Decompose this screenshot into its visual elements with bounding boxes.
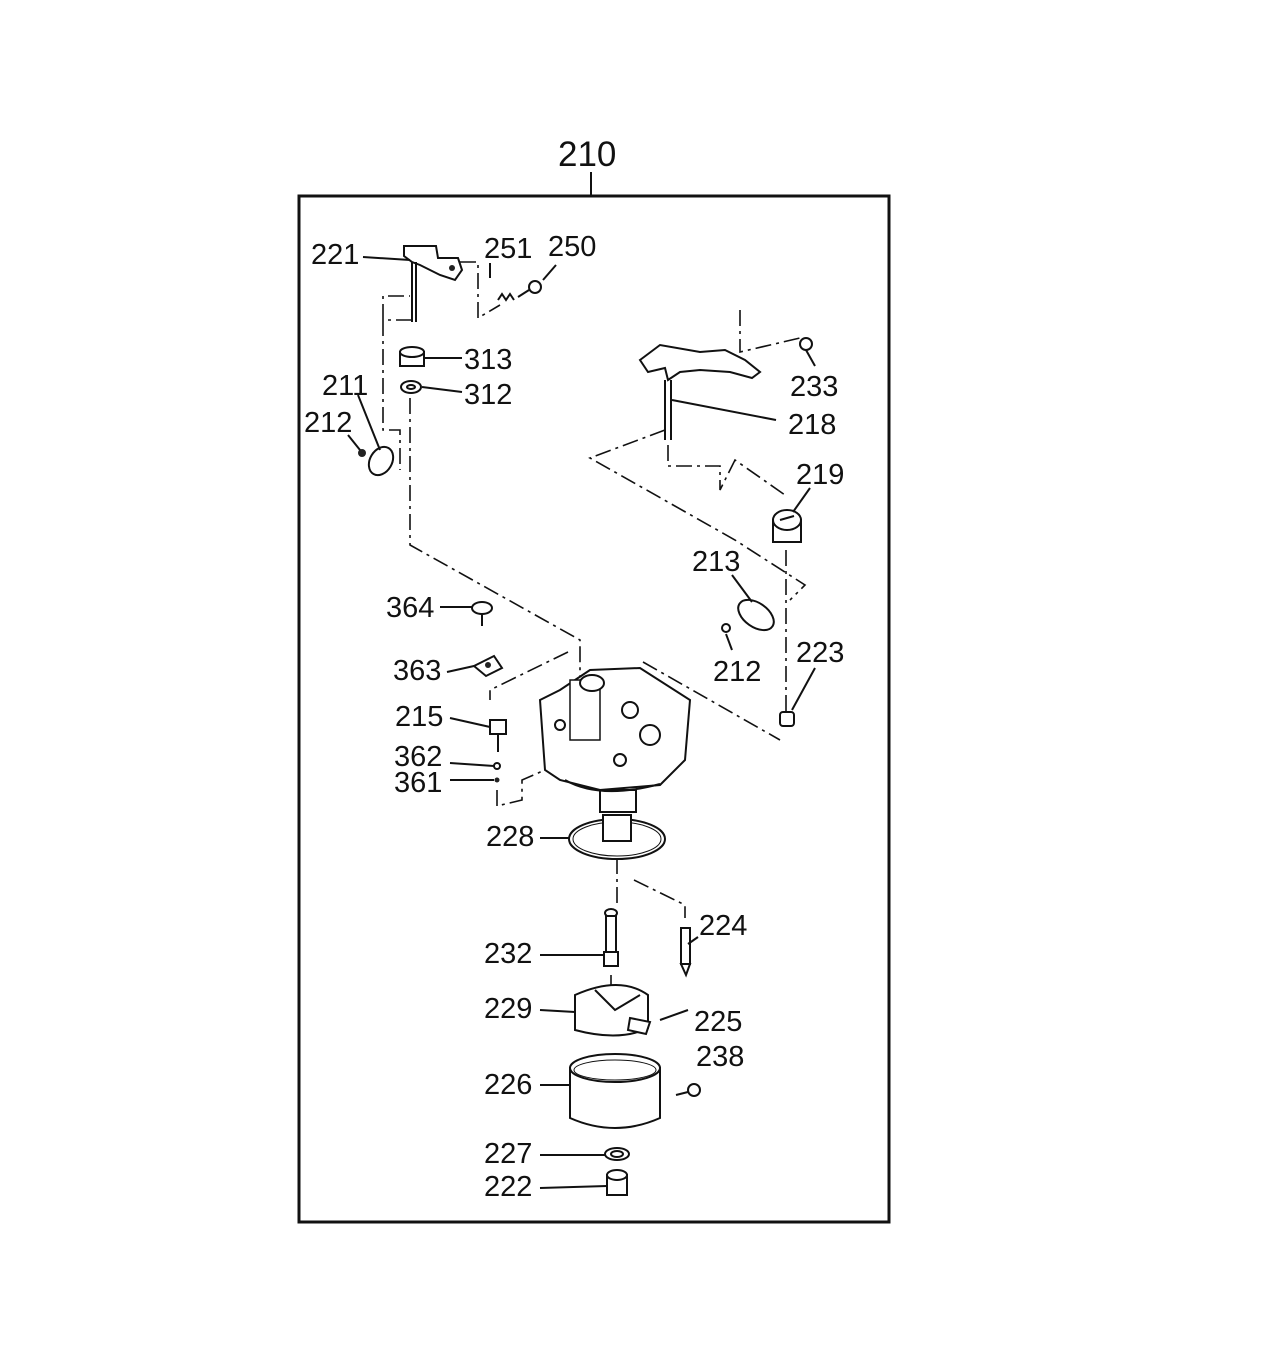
label-362: 362: [394, 741, 442, 773]
label-218: 218: [788, 409, 836, 441]
assembly-number: 210: [558, 135, 616, 174]
label-251: 251: [484, 233, 532, 265]
label-250: 250: [548, 231, 596, 263]
part-218-throttle-shaft: [638, 343, 762, 440]
part-227-washer: [604, 1147, 630, 1161]
label-222: 222: [484, 1171, 532, 1203]
label-213: 213: [692, 546, 740, 578]
label-223: 223: [796, 637, 844, 669]
part-224-needle: [679, 927, 692, 978]
label-224: 224: [699, 910, 747, 942]
part-251-spring: [497, 292, 515, 302]
label-212-a: 212: [304, 407, 352, 439]
assembly-frame: [297, 194, 891, 1224]
part-313-bushing: [399, 346, 425, 367]
label-364: 364: [386, 592, 434, 624]
part-232-nozzle: [603, 908, 619, 967]
label-233: 233: [790, 371, 838, 403]
part-361-ring: [494, 777, 500, 783]
part-238-drain-screw: [675, 1083, 701, 1097]
label-232: 232: [484, 938, 532, 970]
label-229: 229: [484, 993, 532, 1025]
part-211-choke-plate: [367, 445, 395, 477]
label-215: 215: [395, 701, 443, 733]
part-212-screw-b: [721, 623, 731, 633]
label-226: 226: [484, 1069, 532, 1101]
part-225-pin: [659, 1009, 689, 1021]
part-363-bracket: [472, 654, 504, 678]
part-229-float: [574, 984, 652, 1037]
label-219: 219: [796, 459, 844, 491]
label-211: 211: [322, 370, 368, 402]
part-222-bowl-nut: [606, 1169, 628, 1196]
part-223-bushing: [779, 711, 795, 727]
part-226-float-bowl: [569, 1053, 661, 1129]
carburetor-body: [538, 666, 692, 813]
assembly-lines: [382, 261, 807, 990]
part-213-throttle-plate: [737, 598, 775, 632]
part-219-seal: [772, 509, 802, 543]
leader-lines: [347, 256, 816, 1189]
label-313: 313: [464, 344, 512, 376]
label-221: 221: [311, 239, 359, 271]
part-228-gasket: [568, 814, 666, 860]
label-225: 225: [694, 1006, 742, 1038]
part-221-choke-shaft: [403, 245, 464, 322]
part-364-screw: [471, 601, 493, 626]
label-363: 363: [393, 655, 441, 687]
part-215-screw: [489, 719, 507, 752]
label-212-b: 212: [713, 656, 761, 688]
part-312-washer: [400, 380, 422, 394]
label-312: 312: [464, 379, 512, 411]
part-250-screw: [517, 280, 542, 298]
label-361: 361: [394, 767, 442, 799]
part-212-screw-a: [358, 449, 366, 457]
label-227: 227: [484, 1138, 532, 1170]
part-362-ring: [493, 762, 501, 770]
label-238: 238: [696, 1041, 744, 1073]
label-228: 228: [486, 821, 534, 853]
part-233-screw: [799, 337, 813, 351]
